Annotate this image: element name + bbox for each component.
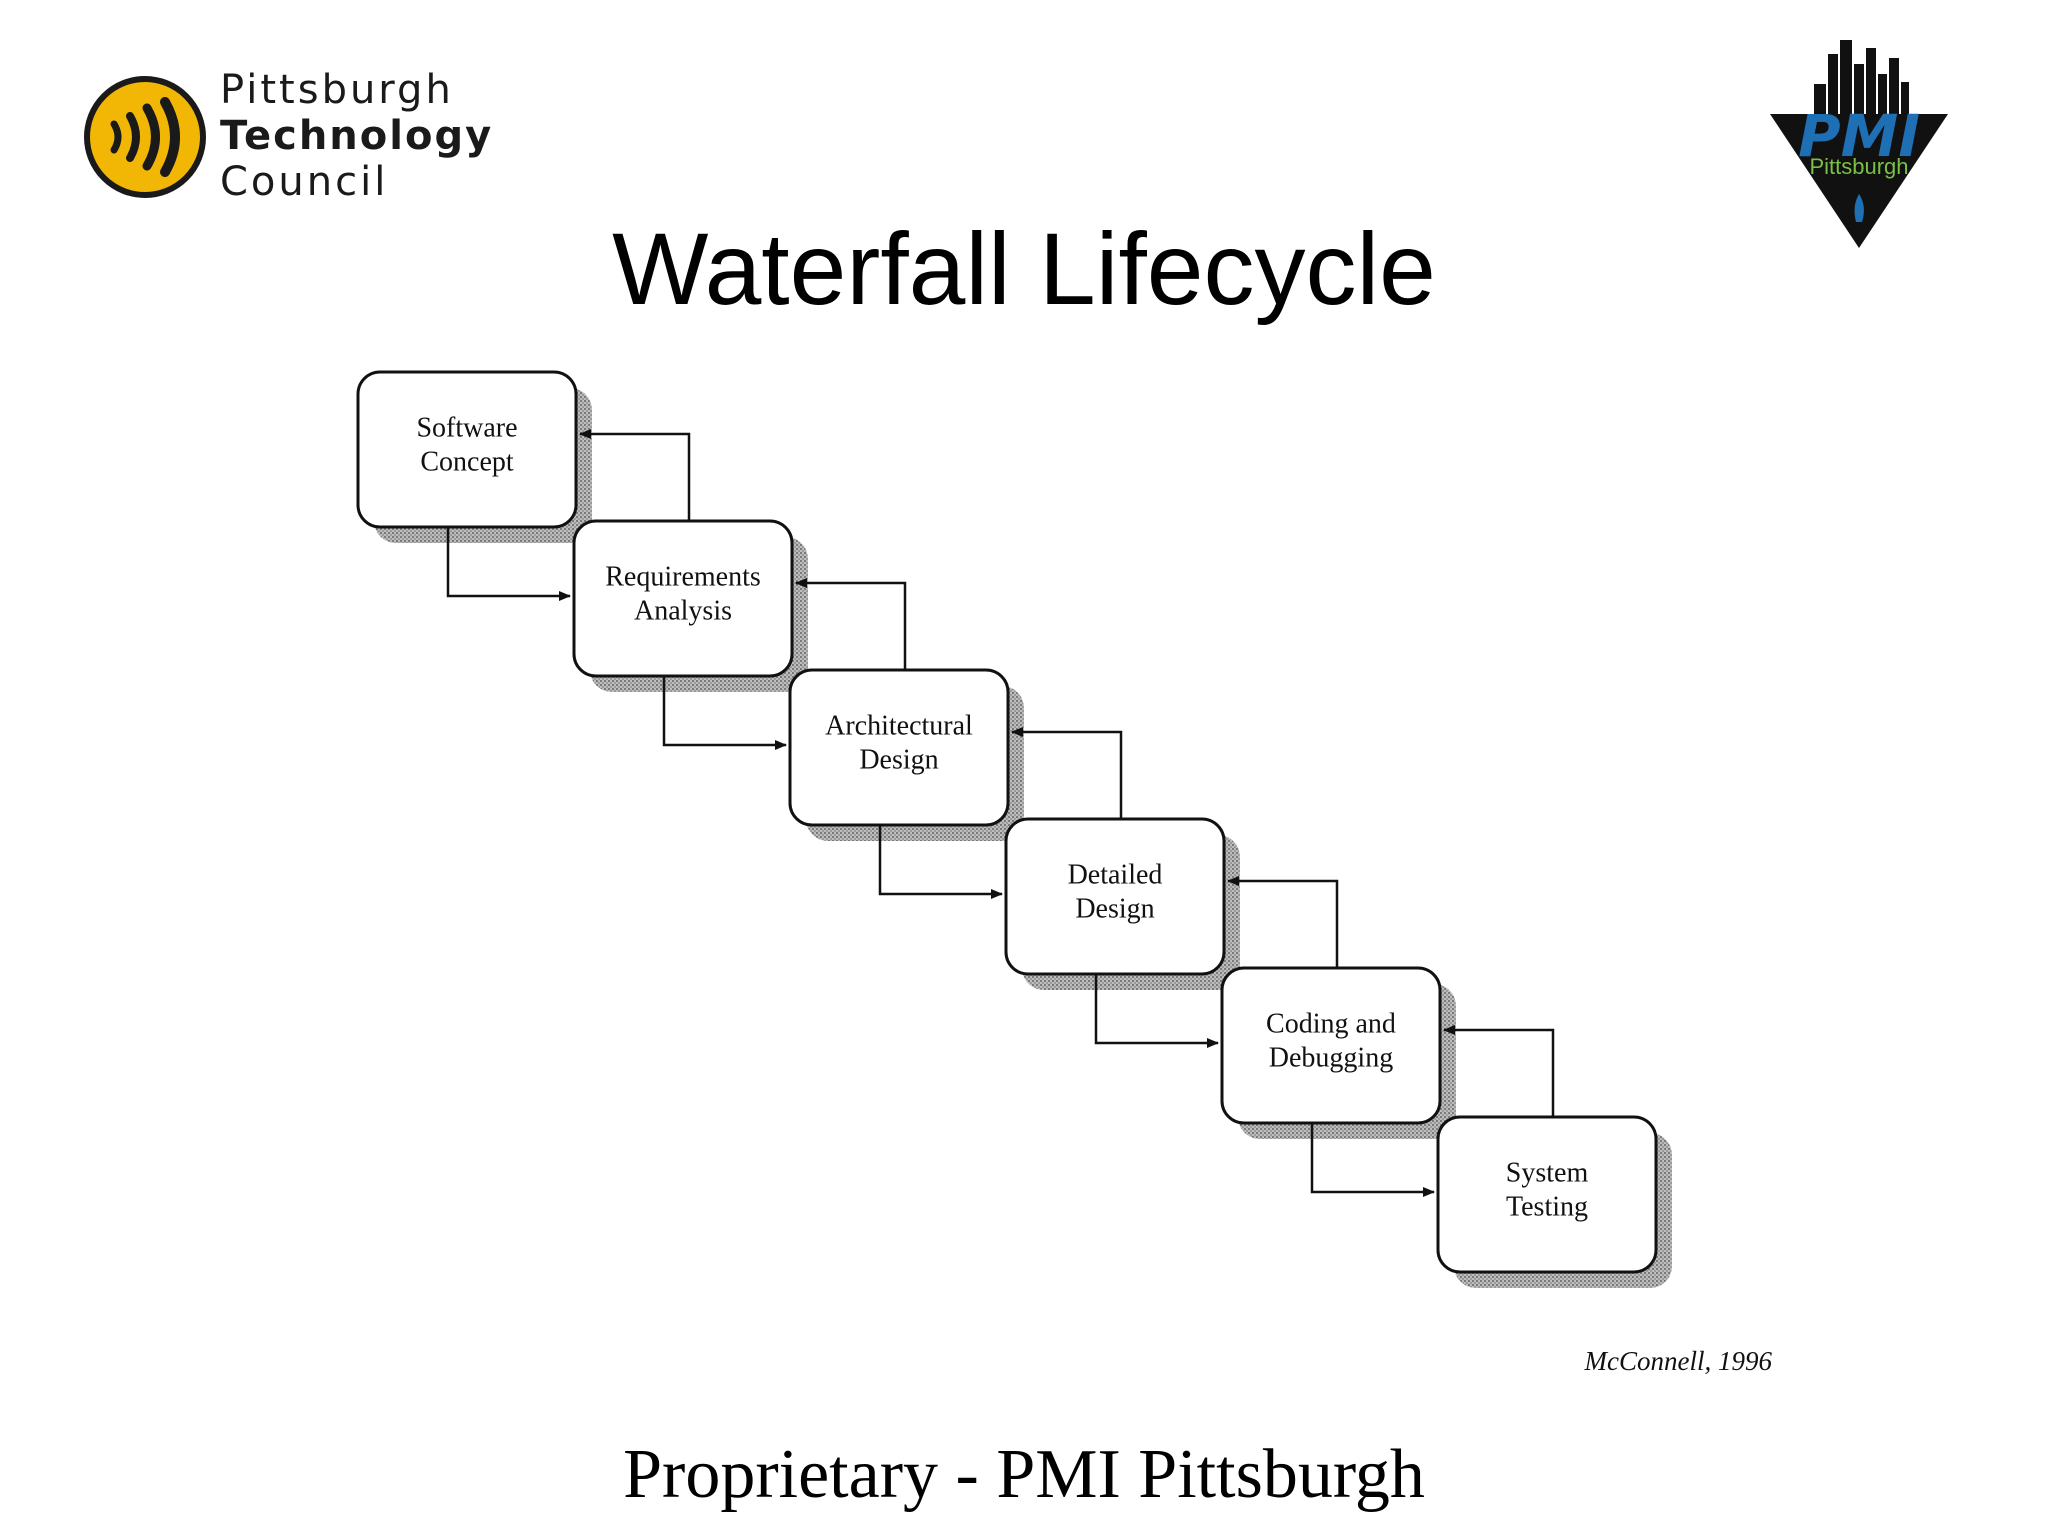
feedback-arrow	[1227, 876, 1339, 968]
stage-label-line: Design	[1075, 894, 1154, 925]
stage-box-outline	[788, 668, 1010, 827]
stage-label-line: Analysis	[634, 596, 732, 627]
stage-box-outline	[572, 519, 794, 678]
skyline-icon	[1814, 40, 1909, 114]
feedback-arrow	[579, 429, 691, 521]
stage-box-outline	[1004, 817, 1226, 976]
stage-box-outline	[356, 370, 578, 529]
stage-label-line: Requirements	[605, 562, 761, 593]
forward-arrow	[878, 825, 1003, 899]
stage-label-line: Debugging	[1269, 1043, 1393, 1074]
ptc-signal-icon	[84, 76, 206, 198]
stage-boxes: SoftwareConceptRequirementsAnalysisArchi…	[356, 370, 1658, 1274]
stage-label-line: Architectural	[825, 711, 973, 742]
pittsburgh-technology-council-logo: Pittsburgh Technology Council	[84, 67, 491, 205]
stage-label-line: Detailed	[1068, 860, 1163, 891]
footer: Proprietary - PMI Pittsburgh	[623, 1436, 1425, 1513]
stage-label-line: Design	[859, 745, 938, 776]
feedback-arrow	[795, 578, 907, 670]
pmi-pittsburgh-logo: PMI Pittsburgh	[1770, 40, 1948, 248]
pmi-logo-city: Pittsburgh	[1809, 154, 1908, 179]
stage-box-outline	[1436, 1115, 1658, 1274]
forward-arrow	[1310, 1123, 1435, 1197]
stage-label-line: System	[1506, 1158, 1589, 1189]
ptc-logo-line-3: Council	[220, 159, 389, 205]
forward-arrow	[662, 676, 787, 750]
forward-arrow	[446, 527, 571, 601]
stage-label-line: Testing	[1506, 1192, 1588, 1223]
triangle-shape	[1770, 114, 1948, 248]
ptc-logo-line-1: Pittsburgh	[220, 67, 454, 113]
stage-label-line: Concept	[420, 447, 514, 478]
stage-box-outline	[1220, 966, 1442, 1125]
pmi-monogram: PMI	[1798, 102, 1920, 170]
forward-arrow	[1094, 974, 1219, 1048]
flame-icon	[1854, 194, 1864, 222]
citation: McConnell, 1996	[1584, 1346, 1772, 1376]
feedback-arrow	[1443, 1025, 1555, 1117]
feedback-arrow	[1011, 727, 1123, 819]
page-title: Waterfall Lifecycle	[612, 212, 1436, 326]
ptc-logo-line-2: Technology	[220, 113, 494, 159]
stage-label-line: Coding and	[1266, 1009, 1396, 1040]
connector-arrows	[446, 429, 1555, 1197]
stage-label-line: Software	[416, 413, 517, 444]
